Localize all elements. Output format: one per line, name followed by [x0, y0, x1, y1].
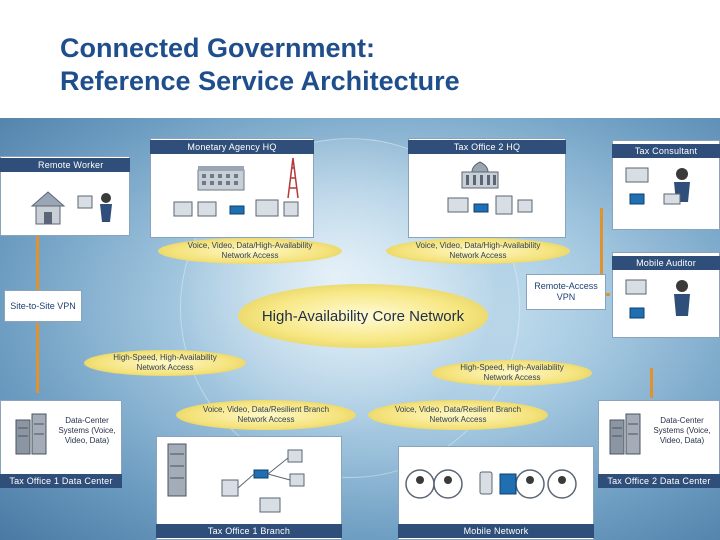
link-site-vpn-down	[36, 323, 39, 393]
title-line-1: Connected Government:	[60, 33, 376, 63]
branch-devices-icon	[164, 440, 334, 520]
building-icon	[196, 164, 246, 192]
title-line-2: Reference Service Architecture	[60, 66, 460, 96]
oval-voice-ha-right: Voice, Video, Data/High-Availability Net…	[386, 238, 570, 264]
oval-resilient-right: Voice, Video, Data/Resilient Branch Netw…	[368, 400, 548, 430]
antenna-tower-icon	[286, 156, 300, 200]
dc-systems-right: Data-Center Systems (Voice, Video, Data)	[653, 416, 711, 445]
mobile-auditor-tab: Mobile Auditor	[612, 256, 720, 270]
server-rack-icon-left	[14, 412, 48, 456]
remote-worker-tab: Remote Worker	[0, 158, 130, 172]
oval-hs-ha-left: High-Speed, High-Availability Network Ac…	[84, 350, 246, 376]
tax-office-1-branch-tab: Tax Office 1 Branch	[156, 524, 342, 538]
monetary-agency-tab: Monetary Agency HQ	[150, 140, 314, 154]
consultant-person-icon	[624, 164, 704, 220]
link-consultant	[600, 208, 603, 278]
auditor-person-icon	[624, 276, 704, 332]
capitol-building-icon	[458, 160, 502, 190]
hq2-devices-icon	[446, 194, 536, 220]
tax-office-2-hq-tab: Tax Office 2 HQ	[408, 140, 566, 154]
tax-office-1-dc-tab: Tax Office 1 Data Center	[0, 474, 122, 488]
tax-office-2-dc-tab: Tax Office 2 Data Center	[598, 474, 720, 488]
mobile-network-tab: Mobile Network	[398, 524, 594, 538]
workstations-icon	[172, 198, 302, 224]
tax-consultant-tab: Tax Consultant	[612, 144, 720, 158]
oval-hs-ha-right: High-Speed, High-Availability Network Ac…	[432, 360, 592, 386]
oval-resilient-left: Voice, Video, Data/Resilient Branch Netw…	[176, 400, 356, 430]
link-dc-right	[650, 368, 653, 398]
site-to-site-vpn-box: Site-to-Site VPN	[4, 290, 82, 322]
mobile-network-icons	[404, 464, 590, 508]
server-rack-icon-right	[608, 412, 642, 456]
tax-office-1-branch-panel	[156, 436, 342, 540]
page-title: Connected Government: Reference Service …	[60, 32, 460, 98]
remote-access-vpn-box: Remote-Access VPN	[526, 274, 606, 310]
architecture-diagram: Monetary Agency HQ Tax Office 2 HQ Tax C…	[0, 118, 720, 540]
core-network: High-Availability Core Network	[238, 284, 488, 348]
dc-systems-left: Data-Center Systems (Voice, Video, Data)	[58, 416, 116, 445]
house-icon	[28, 188, 118, 228]
oval-voice-ha-left: Voice, Video, Data/High-Availability Net…	[158, 238, 342, 264]
